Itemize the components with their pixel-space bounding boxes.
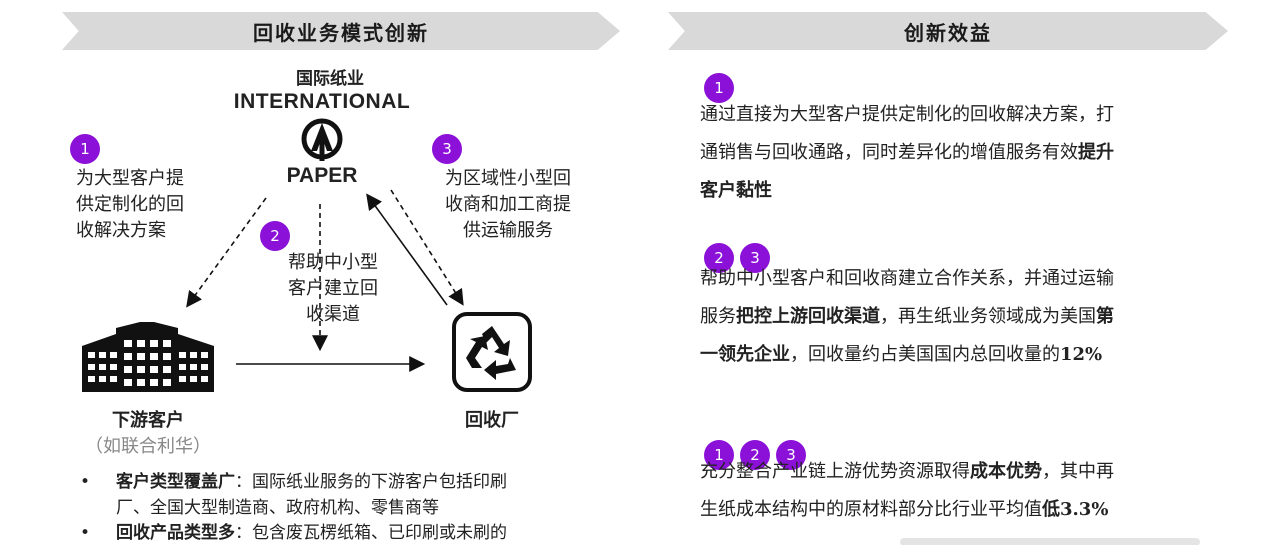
left-section-header: 回收业务模式创新	[62, 12, 620, 50]
bullet-1-text: 国际纸业服务的下游客户包括印刷	[252, 472, 507, 492]
bullet-customer-types: • 客户类型覆盖广：国际纸业服务的下游客户包括印刷 厂、全国大型制造商、政府机构…	[80, 469, 620, 521]
bullet-product-types: • 回收产品类型多：包含废瓦楞纸箱、已印刷或未刷的	[80, 520, 620, 545]
arrow-3-dashed	[390, 189, 464, 306]
company-cn-name: 国际纸业	[296, 69, 364, 89]
benefit-2-badge-2: 2	[704, 243, 734, 273]
step-1-badge: 1	[70, 134, 100, 164]
bottom-watermark-strip	[900, 538, 1200, 545]
logo-text-paper: PAPER	[286, 164, 358, 187]
benefit-3-text: 充分整合产业链上游优势资源取得成本优势，其中再 生纸成本结构中的原材料部分比行业…	[700, 461, 1114, 520]
bullet-dot: •	[80, 523, 91, 543]
bullet-1-text-2: 厂、全国大型制造商、政府机构、零售商等	[116, 498, 439, 518]
step-3-text: 为区域性小型回 收商和加工商提 供运输服务	[445, 168, 571, 241]
bullet-2-text: 包含废瓦楞纸箱、已印刷或未刷的	[252, 523, 507, 543]
benefit-3-badge-1: 1	[704, 440, 734, 470]
downstream-customer-example: （如联合利华）	[85, 436, 211, 457]
step-2-text: 帮助中小型 客户建立回 收渠道	[288, 252, 378, 325]
downstream-customer-label: 下游客户	[112, 410, 184, 431]
right-section-header: 创新效益	[668, 12, 1228, 50]
logo-text-international: INTERNATIONAL	[233, 90, 411, 113]
benefit-1-badge-1: 1	[704, 73, 734, 103]
benefit-1-text: 通过直接为大型客户提供定制化的回收解决方案，打 通销售与回收通路，同时差异化的增…	[700, 104, 1114, 201]
bullet-1-title: 客户类型覆盖广	[116, 472, 235, 492]
step-2-badge: 2	[260, 221, 290, 251]
left-header-text: 回收业务模式创新	[253, 20, 429, 45]
arrow-recycle-to-ip	[366, 193, 448, 306]
paper-tree-logo-icon	[301, 118, 343, 161]
benefit-3-badge-3: 3	[776, 440, 806, 470]
benefit-2-text: 帮助中小型客户和回收商建立合作关系，并通过运输 服务把控上游回收渠道，再生纸业务…	[700, 268, 1114, 365]
benefit-3-badge-2: 2	[740, 440, 770, 470]
step-3-badge: 3	[432, 134, 462, 164]
step-1-text: 为大型客户提 供定制化的回 收解决方案	[76, 168, 184, 241]
right-header-text: 创新效益	[904, 20, 992, 45]
flow-arrows	[186, 189, 464, 372]
arrow-1-dashed	[186, 197, 267, 308]
bullet-2-title: 回收产品类型多	[116, 523, 235, 543]
bullet-dot: •	[80, 472, 91, 492]
benefit-2-badge-3: 3	[740, 243, 770, 273]
recycle-icon	[452, 312, 532, 392]
building-icon	[82, 322, 214, 392]
recycling-plant-label: 回收厂	[465, 410, 519, 431]
